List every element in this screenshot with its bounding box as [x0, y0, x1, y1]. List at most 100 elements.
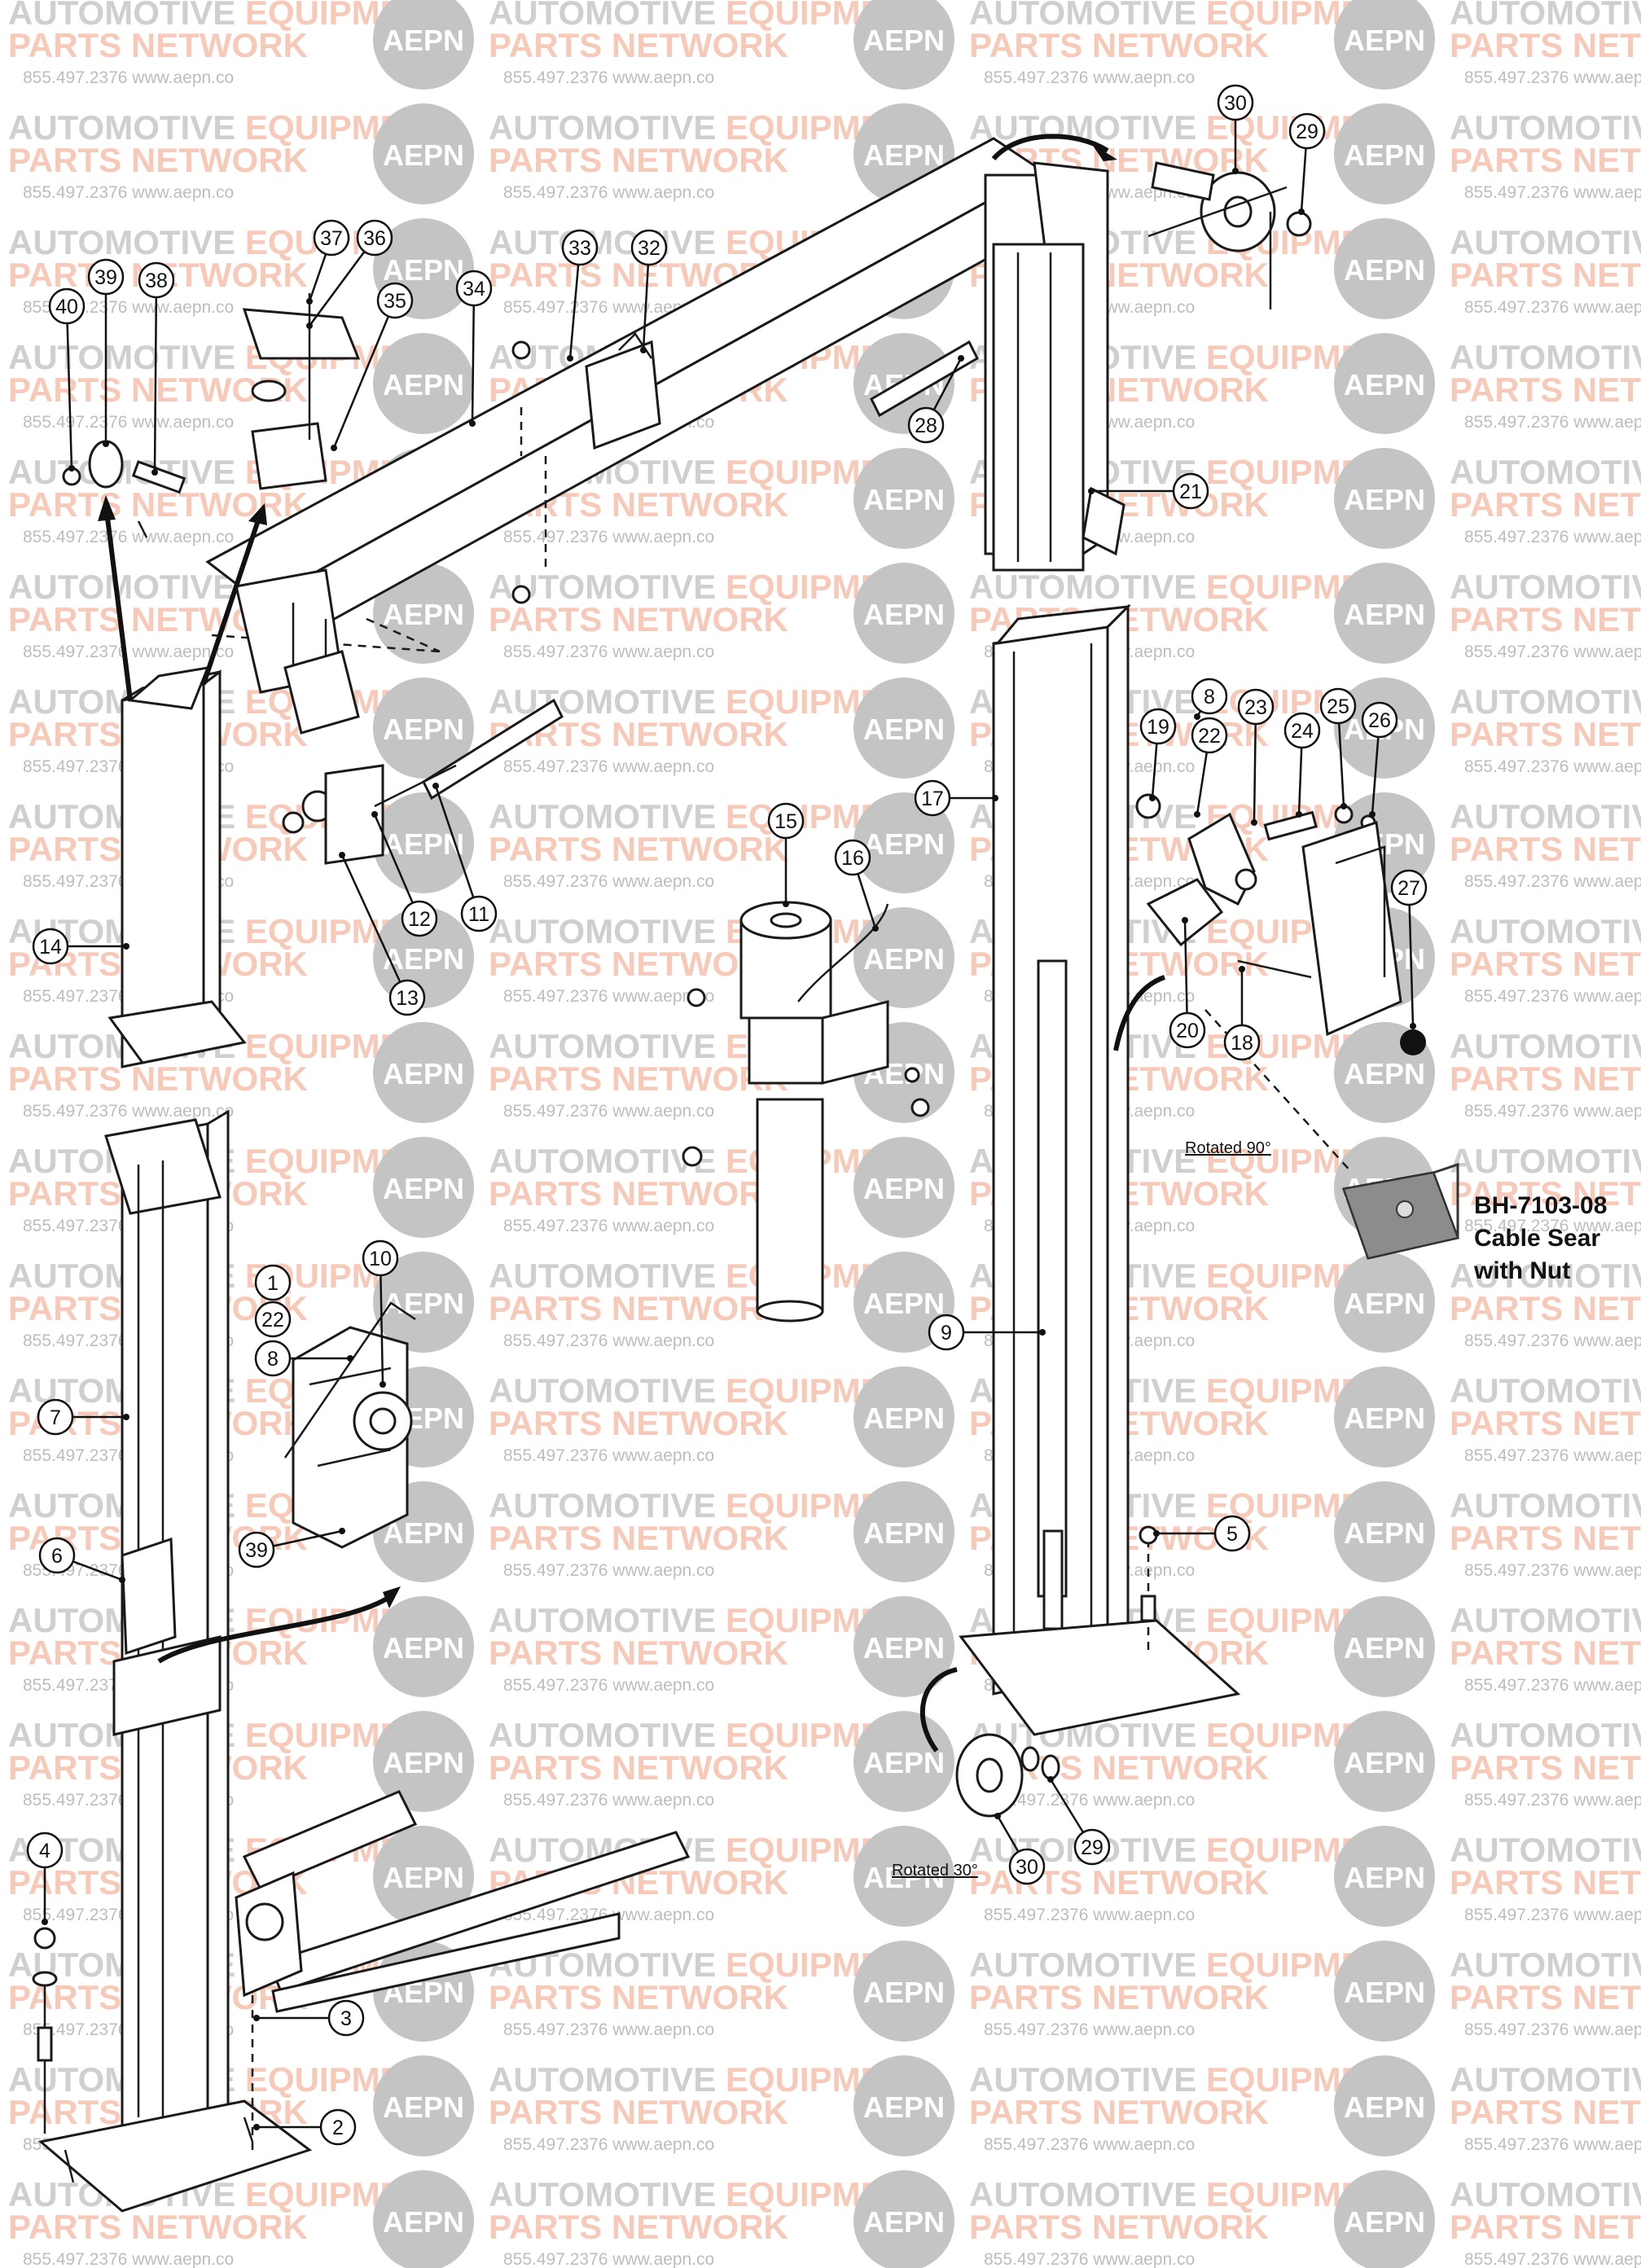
watermark-logo-text: AEPN	[863, 1976, 945, 2009]
callout-label-26: 26	[1368, 709, 1391, 732]
watermark-line2: PARTS NETWORK	[1450, 830, 1641, 868]
callout-circle-40	[48, 287, 86, 325]
watermark-logo-icon	[373, 333, 474, 434]
inset-description-line1: Cable Sear	[1474, 1225, 1600, 1252]
watermark-logo-text: AEPN	[1344, 1402, 1425, 1435]
callout-leader-20	[1183, 919, 1189, 1031]
callout-label-27: 27	[1397, 877, 1420, 900]
callout-circle-38	[138, 261, 175, 299]
watermark-logo-icon	[853, 1481, 954, 1582]
watermark-contact: 855.497.2376 www.aepn.co	[503, 1676, 714, 1695]
watermark-logo-icon	[853, 1826, 954, 1927]
watermark-contact: 855.497.2376 www.aepn.co	[1464, 1102, 1641, 1121]
callout-leader-tip-13	[339, 852, 345, 858]
watermark-logo-text: AEPN	[383, 713, 464, 746]
callout-circle-15	[767, 802, 805, 840]
callout-label-15: 15	[774, 810, 797, 833]
callout-leader-tip-18	[1239, 966, 1245, 972]
watermark-contact: 855.497.2376 www.aepn.co	[503, 872, 714, 891]
watermark-line1: AUTOMOTIVE EQUIPMENT	[1450, 1257, 1641, 1295]
rotated-30-note: Rotated 30°	[892, 1862, 978, 1880]
callout-leader-tip-40	[68, 465, 75, 472]
watermark-contact: 855.497.2376 www.aepn.co	[503, 2135, 714, 2154]
callout-label-8b: 8	[1204, 686, 1215, 708]
callout-circle-8a	[254, 1340, 292, 1377]
watermark-logo-text: AEPN	[383, 2205, 464, 2239]
callout-circle-20	[1169, 1011, 1206, 1049]
watermark-logo-text: AEPN	[383, 1746, 464, 1779]
watermark-contact: 855.497.2376 www.aepn.co	[1464, 872, 1641, 891]
watermark-line1: AUTOMOTIVE EQUIPMENT	[489, 1831, 929, 1869]
callout-leader-tip-30a	[1232, 168, 1239, 174]
watermark-line2: PARTS NETWORK	[1450, 1404, 1641, 1442]
callout-circle-4	[26, 1832, 64, 1869]
callout-leader-tip-29b	[1047, 1776, 1054, 1783]
watermark-line2: PARTS NETWORK	[489, 1634, 788, 1672]
watermark-line2: PARTS NETWORK	[1450, 945, 1641, 983]
callout-circle-3	[327, 1999, 365, 2037]
watermark-logo-text: AEPN	[1344, 1631, 1425, 1665]
callout-label-24: 24	[1291, 720, 1314, 743]
watermark-contact: 855.497.2376 www.aepn.co	[23, 68, 234, 87]
watermark-logo-icon	[373, 1022, 474, 1123]
watermark-logo-text: AEPN	[1344, 24, 1425, 57]
watermark-line2: PARTS NETWORK	[489, 26, 788, 64]
watermark-logo-text: AEPN	[383, 1631, 464, 1665]
watermark-logo-icon	[853, 2170, 954, 2268]
watermark-logo-text: AEPN	[1344, 1746, 1425, 1779]
watermark-line2: PARTS NETWORK	[1450, 1174, 1641, 1213]
callouts: 1234567889101112131415161718192021222223…	[26, 84, 1428, 2146]
callout-circle-8b	[1191, 678, 1228, 715]
watermark-line2: PARTS NETWORK	[1450, 26, 1641, 64]
watermark-contact: 855.497.2376 www.aepn.co	[984, 2135, 1195, 2154]
callout-label-30a: 30	[1224, 92, 1247, 115]
callout-leader-tip-28	[958, 355, 964, 362]
watermark-line2: PARTS NETWORK	[489, 2208, 788, 2246]
watermark-logo-text: AEPN	[863, 827, 945, 861]
callout-leader-tip-5	[1153, 1530, 1160, 1537]
callout-circle-28	[907, 406, 945, 444]
watermark-contact: 855.497.2376 www.aepn.co	[1464, 757, 1641, 776]
watermark-line2: PARTS NETWORK	[489, 600, 788, 638]
watermark-contact: 855.497.2376 www.aepn.co	[984, 68, 1195, 87]
watermark-line2: PARTS NETWORK	[1450, 2093, 1641, 2131]
watermark-line2: PARTS NETWORK	[1450, 485, 1641, 524]
watermark-logo-icon	[373, 563, 474, 664]
watermark-logo-text: AEPN	[863, 138, 945, 172]
power-unit	[682, 901, 930, 1323]
watermark-logo-text: AEPN	[383, 1861, 464, 1894]
watermark-contact: 855.497.2376 www.aepn.co	[1464, 987, 1641, 1006]
watermark-logo-text: AEPN	[863, 1631, 945, 1665]
watermark-line1: AUTOMOTIVE EQUIPMENT	[1450, 108, 1641, 147]
watermark-logo-text: AEPN	[383, 1287, 464, 1320]
watermark-contact: 855.497.2376 www.aepn.co	[1464, 183, 1641, 202]
callout-leader-tip-19	[1149, 795, 1156, 801]
watermark-logo-icon	[373, 103, 474, 204]
watermark-contact: 855.497.2376 www.aepn.co	[503, 1791, 714, 1810]
watermark-logo-text: AEPN	[383, 253, 464, 287]
watermark-line1: AUTOMOTIVE EQUIPMENT	[1450, 912, 1641, 950]
watermark-line1: AUTOMOTIVE EQUIPMENT	[1450, 1831, 1641, 1869]
watermark-logo-icon	[1334, 0, 1435, 90]
watermark-line2: PARTS NETWORK	[489, 1519, 788, 1557]
callout-circle-18	[1223, 1024, 1261, 1061]
watermark-line2: PARTS NETWORK	[1450, 1519, 1641, 1557]
watermark-line1: AUTOMOTIVE EQUIPMENT	[1450, 338, 1641, 376]
watermark-line2: PARTS NETWORK	[489, 1978, 788, 2016]
watermark-logo-text: AEPN	[863, 1287, 945, 1320]
watermark-line2: PARTS NETWORK	[1450, 1289, 1641, 1327]
callout-label-1: 1	[267, 1272, 279, 1295]
watermark-contact: 855.497.2376 www.aepn.co	[1464, 1331, 1641, 1350]
watermark-logo-icon	[373, 1596, 474, 1697]
callout-label-6: 6	[51, 1545, 63, 1568]
callout-label-28: 28	[915, 415, 937, 437]
inset-part-number: BH-7103-08	[1474, 1192, 1607, 1219]
watermark-line2: PARTS NETWORK	[489, 945, 788, 983]
watermark-contact: 855.497.2376 www.aepn.co	[503, 1102, 714, 1121]
watermark-logo-icon	[1334, 103, 1435, 204]
callout-leader-tip-20	[1182, 917, 1188, 923]
watermark-line2: PARTS NETWORK	[1450, 1748, 1641, 1787]
watermark-contact: 855.497.2376 www.aepn.co	[1464, 68, 1641, 87]
callout-circle-10	[362, 1239, 399, 1277]
